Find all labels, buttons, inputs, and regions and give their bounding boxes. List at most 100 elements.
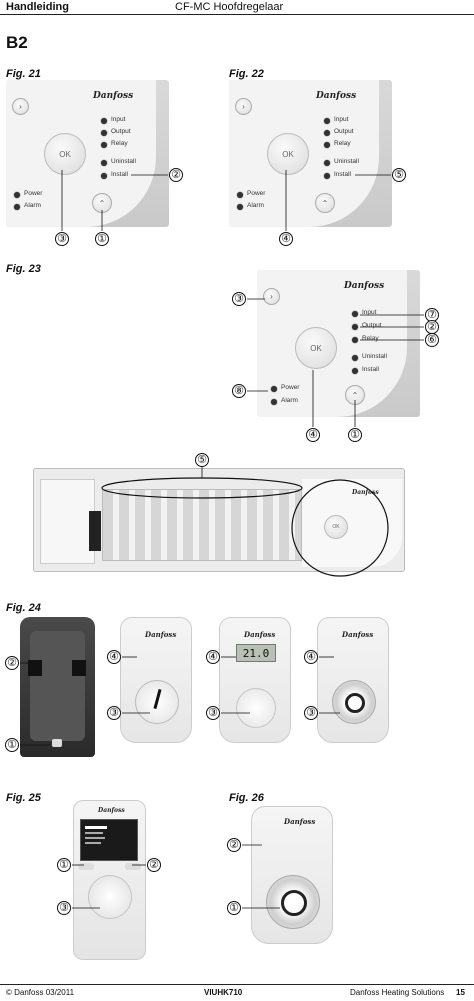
temperature-dial: [266, 875, 320, 929]
led-input: [352, 311, 358, 317]
footer-company: Danfoss Heating Solutions: [350, 988, 445, 997]
ok-button: OK: [44, 133, 86, 175]
install-knob: ⌃: [345, 385, 365, 405]
led-output: [101, 130, 107, 136]
brand-logo: Danfoss: [342, 630, 374, 639]
ok-button: OK: [267, 133, 309, 175]
brand-logo: Danfoss: [244, 630, 276, 639]
remote-screen: [80, 819, 138, 861]
label-output: Output: [111, 128, 131, 135]
callout-4: ④: [306, 428, 320, 442]
figure-label-21: Fig. 21: [6, 68, 41, 80]
fig21-photo: Danfoss › OK ⌃ Input Output Relay Uninst…: [6, 80, 169, 227]
callout-2: ②: [169, 168, 183, 182]
footer-rule: [0, 984, 474, 985]
callout-2: ②: [227, 838, 241, 852]
callout-2: ②: [147, 858, 161, 872]
label-alarm: Alarm: [281, 397, 298, 404]
fig22-photo: Danfoss › OK ⌃ Input Output Relay Uninst…: [229, 80, 392, 227]
header-rule: [0, 14, 474, 15]
figure-label-23: Fig. 23: [6, 263, 41, 275]
page-number: 15: [456, 988, 465, 997]
board-terminals-row: [102, 489, 302, 561]
led-output: [324, 130, 330, 136]
callout-3: ③: [206, 706, 220, 720]
callout-3: ③: [304, 706, 318, 720]
callout-4: ④: [279, 232, 293, 246]
temperature-dial: [135, 680, 179, 724]
thermostat-dial: Danfoss: [120, 617, 192, 743]
callout-1: ①: [348, 428, 362, 442]
label-input: Input: [334, 116, 349, 123]
label-install: Install: [334, 171, 351, 178]
brand-logo: Danfoss: [93, 91, 134, 101]
label-power: Power: [24, 190, 43, 197]
label-input: Input: [362, 309, 377, 316]
left-softkey: [78, 863, 94, 870]
figure-label-25: Fig. 25: [6, 792, 41, 804]
room-thermostat: Danfoss: [251, 806, 333, 944]
figure-label-26: Fig. 26: [229, 792, 264, 804]
callout-6: ⑥: [425, 333, 439, 347]
callout-3: ③: [232, 292, 246, 306]
led-relay: [101, 142, 107, 148]
callout-4: ④: [206, 650, 220, 664]
label-output: Output: [362, 322, 382, 329]
arrow-button: ›: [235, 98, 252, 115]
figure-label-22: Fig. 22: [229, 68, 264, 80]
led-uninstall: [352, 355, 358, 361]
led-uninstall: [101, 160, 107, 166]
navigation-wheel: [88, 875, 132, 919]
footer-copyright: © Danfoss 03/2011: [6, 988, 75, 997]
callout-5: ⑤: [392, 168, 406, 182]
label-relay: Relay: [362, 335, 379, 342]
right-softkey: [125, 863, 141, 870]
led-power: [14, 192, 20, 198]
label-uninstall: Uninstall: [111, 158, 136, 165]
led-install: [324, 173, 330, 179]
remote-control: Danfoss: [73, 800, 146, 960]
led-input: [101, 118, 107, 124]
thermostat-infrared: Danfoss: [317, 617, 389, 743]
label-relay: Relay: [334, 140, 351, 147]
led-relay: [324, 142, 330, 148]
footer-doc-code: VIUHK710: [204, 988, 243, 997]
brand-logo: Danfoss: [344, 281, 385, 291]
callout-4: ④: [304, 650, 318, 664]
label-uninstall: Uninstall: [334, 158, 359, 165]
led-alarm: [271, 399, 277, 405]
temperature-readout: 21.0: [236, 644, 276, 662]
label-uninstall: Uninstall: [362, 353, 387, 360]
led-input: [324, 118, 330, 124]
master-controller-board: Danfoss OK: [33, 468, 405, 572]
ok-button: OK: [295, 327, 337, 369]
callout-2: ②: [5, 656, 19, 670]
fig23-photo: Danfoss › OK ⌃ Input Output Relay Uninst…: [257, 270, 420, 417]
board-left-panel: [40, 479, 95, 564]
led-alarm: [237, 204, 243, 210]
header-left: Handleiding: [6, 1, 69, 13]
label-alarm: Alarm: [24, 202, 41, 209]
board-control-panel: Danfoss OK: [302, 479, 402, 567]
brand-logo: Danfoss: [352, 489, 379, 496]
callout-1: ①: [57, 858, 71, 872]
led-install: [352, 368, 358, 374]
callout-3: ③: [55, 232, 69, 246]
arrow-button: ›: [12, 98, 29, 115]
thermostat-back-plate: [20, 617, 95, 757]
led-power: [271, 386, 277, 392]
led-relay: [352, 337, 358, 343]
install-knob: ⌃: [92, 193, 112, 213]
label-relay: Relay: [111, 140, 128, 147]
led-alarm: [14, 204, 20, 210]
label-install: Install: [362, 366, 379, 373]
callout-1: ①: [227, 901, 241, 915]
led-output: [352, 324, 358, 330]
temperature-dial: [332, 680, 376, 724]
section-title: B2: [6, 33, 28, 52]
arrow-button: ›: [263, 288, 280, 305]
board-terminal: [89, 511, 101, 551]
figure-label-24: Fig. 24: [6, 602, 41, 614]
led-uninstall: [324, 160, 330, 166]
